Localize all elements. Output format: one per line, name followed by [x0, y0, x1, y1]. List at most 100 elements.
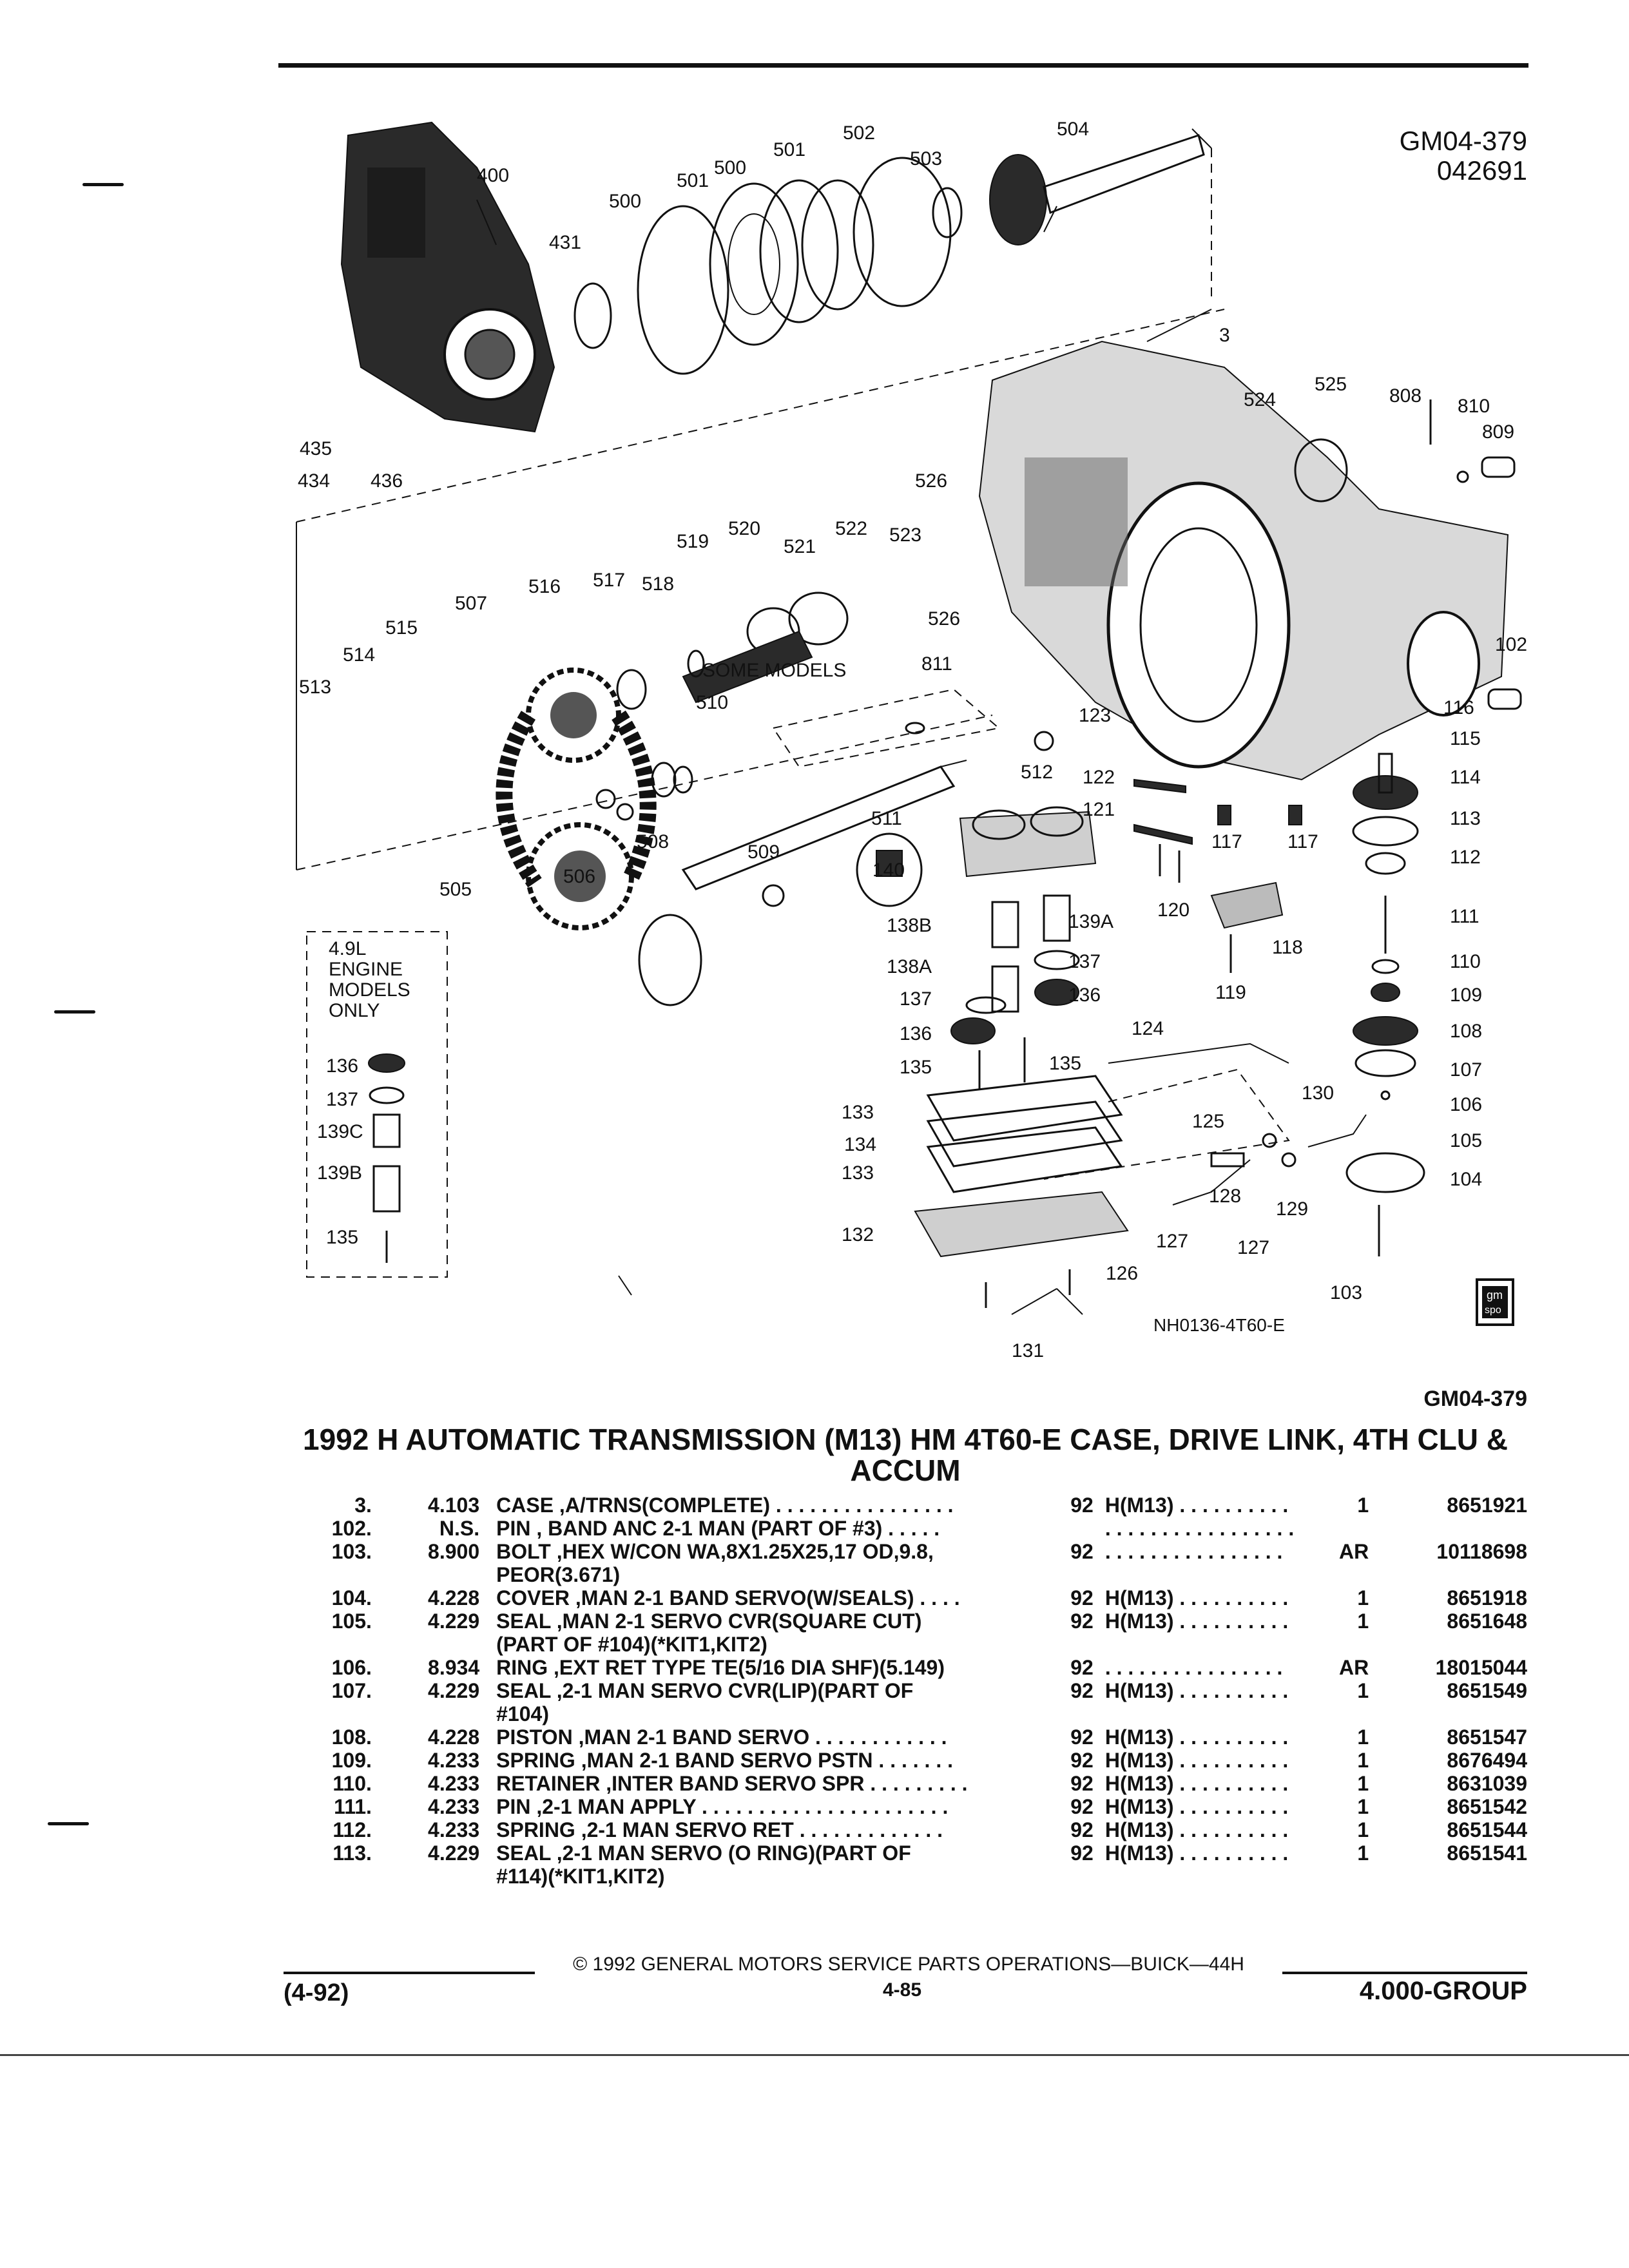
- svg-text:521: 521: [784, 536, 816, 557]
- svg-text:435: 435: [300, 438, 332, 459]
- part-description: SEAL ,2-1 MAN SERVO CVR(LIP)(PART OF#104…: [496, 1679, 1043, 1725]
- part-quantity-text: 1: [1357, 1795, 1369, 1818]
- part-number: 8631039: [1369, 1772, 1527, 1795]
- part-year: [1043, 1517, 1105, 1540]
- part-ref-text: 105.: [331, 1610, 372, 1633]
- svg-text:503: 503: [910, 148, 942, 169]
- part-quantity: AR: [1312, 1540, 1369, 1586]
- svg-text:500: 500: [609, 191, 641, 212]
- top-rule: [278, 63, 1528, 68]
- part-year: 92: [1043, 1795, 1105, 1818]
- svg-text:119: 119: [1215, 982, 1246, 1003]
- exploded-view-diagram: 400 431 500 501 500 501 502 503 504 3 43…: [296, 119, 1527, 1361]
- part-number: 8651544: [1369, 1818, 1527, 1841]
- footer-copyright: © 1992 GENERAL MOTORS SERVICE PARTS OPER…: [573, 1954, 1244, 1975]
- svg-text:110: 110: [1450, 951, 1481, 972]
- shaft-504: [989, 128, 1212, 245]
- svg-text:135: 135: [900, 1057, 932, 1078]
- part-ref-text: 102.: [331, 1517, 372, 1540]
- part-number-text: 8631039: [1447, 1772, 1527, 1795]
- table-row: 105. 4.229 SEAL ,MAN 2-1 SERVO CVR(SQUARE …: [284, 1610, 1527, 1656]
- svg-text:808: 808: [1389, 385, 1422, 407]
- part-quantity-text: 1: [1357, 1679, 1369, 1702]
- svg-text:106: 106: [1450, 1094, 1482, 1115]
- part-year: 92: [1043, 1610, 1105, 1656]
- part-application: H(M13) . . . . . . . . . .: [1105, 1725, 1312, 1749]
- svg-text:120: 120: [1157, 899, 1190, 921]
- footer-rule-right: [1282, 1972, 1527, 1974]
- part-description: SPRING ,MAN 2-1 BAND SERVO PSTN . . . . …: [496, 1749, 1043, 1772]
- part-quantity: 1: [1312, 1679, 1369, 1725]
- part-year-text: 92: [1070, 1656, 1094, 1679]
- transmission-case-3: [978, 340, 1509, 781]
- svg-text:523: 523: [889, 524, 921, 546]
- part-number-text: 8651918: [1447, 1586, 1527, 1610]
- part-number: 8651542: [1369, 1795, 1527, 1818]
- engine-note-line3: MODELS: [329, 979, 410, 1001]
- svg-text:139B: 139B: [317, 1162, 362, 1184]
- svg-text:137: 137: [900, 988, 932, 1010]
- svg-text:520: 520: [728, 518, 760, 539]
- svg-text:gm: gm: [1487, 1289, 1503, 1302]
- part-quantity-text: AR: [1339, 1540, 1369, 1563]
- part-year-text: 92: [1070, 1818, 1094, 1841]
- part-description-text: PISTON ,MAN 2-1 BAND SERVO . . . . . . .…: [496, 1725, 947, 1749]
- part-description-text: SPRING ,MAN 2-1 BAND SERVO PSTN . . . . …: [496, 1749, 953, 1772]
- part-description: SEAL ,MAN 2-1 SERVO CVR(SQUARE CUT)(PART…: [496, 1610, 1043, 1656]
- table-row: 102.N.S.PIN , BAND ANC 2-1 MAN (PART OF …: [284, 1517, 1527, 1540]
- svg-text:137: 137: [1068, 951, 1101, 972]
- svg-text:129: 129: [1276, 1198, 1308, 1220]
- svg-text:136: 136: [326, 1055, 358, 1077]
- svg-text:3: 3: [1219, 325, 1230, 346]
- svg-text:123: 123: [1079, 705, 1111, 726]
- svg-text:526: 526: [915, 470, 947, 492]
- svg-text:505: 505: [439, 879, 472, 900]
- part-group-text: 4.229: [428, 1610, 480, 1633]
- svg-text:116: 116: [1443, 697, 1474, 718]
- part-quantity-text: 1: [1357, 1841, 1369, 1865]
- part-year-text: 92: [1070, 1679, 1094, 1702]
- part-ref-text: 107.: [331, 1679, 372, 1702]
- part-number-text: 8651544: [1447, 1818, 1527, 1841]
- svg-text:138A: 138A: [887, 956, 932, 977]
- part-application-text: H(M13) . . . . . . . . . .: [1104, 1494, 1289, 1517]
- svg-text:400: 400: [477, 165, 509, 186]
- part-year-text: 92: [1070, 1841, 1094, 1865]
- part-ref: 103.: [284, 1540, 385, 1586]
- svg-text:113: 113: [1450, 808, 1481, 829]
- part-number: 18015044: [1369, 1656, 1527, 1679]
- part-group: 8.934: [385, 1656, 496, 1679]
- part-quantity: 1: [1312, 1610, 1369, 1656]
- svg-text:511: 511: [871, 808, 902, 829]
- part-group-text: 4.229: [428, 1679, 480, 1702]
- part-group: 4.229: [385, 1841, 496, 1888]
- svg-text:501: 501: [677, 170, 709, 191]
- svg-text:431: 431: [549, 232, 581, 253]
- section-code: GM04-379: [1423, 1387, 1527, 1411]
- drive-sprocket-516: [526, 668, 621, 763]
- part-quantity: [1312, 1517, 1369, 1540]
- part-number-text: 10118698: [1436, 1540, 1527, 1563]
- part-description: BOLT ,HEX W/CON WA,8X1.25X25,17 OD,9.8,P…: [496, 1540, 1043, 1586]
- part-ref: 106.: [284, 1656, 385, 1679]
- svg-text:508: 508: [637, 831, 669, 852]
- part-ref: 113.: [284, 1841, 385, 1888]
- table-row: 107. 4.229 SEAL ,2-1 MAN SERVO CVR(LIP)(PA…: [284, 1679, 1527, 1725]
- part-number: 8676494: [1369, 1749, 1527, 1772]
- svg-text:516: 516: [528, 576, 561, 597]
- part-description-text: SPRING ,2-1 MAN SERVO RET . . . . . . . …: [496, 1818, 943, 1841]
- drive-link-chain-507: [496, 710, 657, 888]
- part-year-text: 92: [1070, 1795, 1094, 1818]
- part-application-text: H(M13) . . . . . . . . . .: [1104, 1610, 1289, 1633]
- svg-text:135: 135: [1049, 1053, 1081, 1074]
- part-application: H(M13) . . . . . . . . . .: [1105, 1749, 1312, 1772]
- part-group-text: 4.233: [428, 1749, 480, 1772]
- part-application-text: H(M13) . . . . . . . . . .: [1104, 1772, 1289, 1795]
- svg-text:525: 525: [1315, 374, 1347, 395]
- svg-text:112: 112: [1450, 847, 1481, 868]
- svg-text:spo: spo: [1485, 1305, 1501, 1316]
- accumulator-housing-140: [959, 806, 1097, 878]
